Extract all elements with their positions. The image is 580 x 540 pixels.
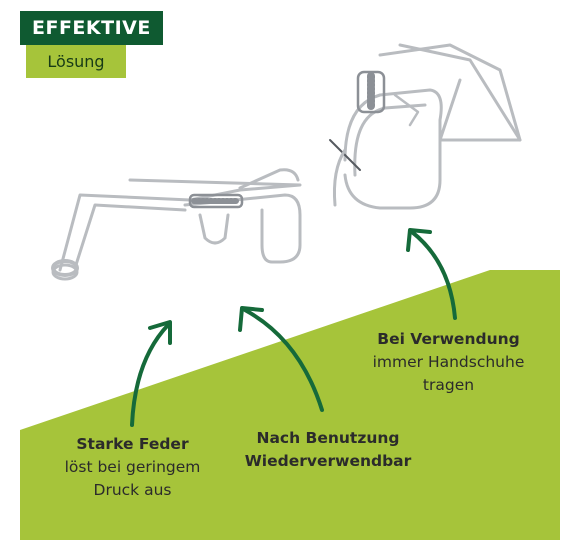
mole-trap-open-illustration xyxy=(51,168,302,281)
curved-arrow-head-3 xyxy=(406,228,432,252)
caption-reusable-line1: Nach Benutzung xyxy=(256,429,400,447)
badge-title: EFFEKTIVE xyxy=(20,11,163,45)
caption-reusable: Nach Benutzung Wiederverwendbar xyxy=(238,427,418,473)
caption-gloves-heading: Bei Verwendung xyxy=(377,330,520,348)
curved-arrow-icon xyxy=(130,323,170,427)
mole-trap-closed-illustration xyxy=(329,43,522,210)
caption-gloves-line1: immer Handschuhe xyxy=(372,353,525,371)
caption-strong-spring-heading: Starke Feder xyxy=(76,435,189,453)
curved-arrow-head-2 xyxy=(238,306,264,332)
green-slope-area xyxy=(20,270,560,540)
badge-subtitle: Lösung xyxy=(26,45,126,78)
caption-reusable-line2: Wiederverwendbar xyxy=(244,452,412,470)
curved-arrow-icon-3 xyxy=(410,230,457,320)
caption-gloves: Bei Verwendung immer Handschuhe tragen xyxy=(356,328,541,397)
caption-strong-spring-line2: Druck aus xyxy=(93,481,172,499)
curved-arrow-head xyxy=(148,320,172,345)
caption-strong-spring-line1: löst bei geringem xyxy=(64,458,201,476)
curved-arrow-icon-2 xyxy=(243,308,324,412)
caption-strong-spring: Starke Feder löst bei geringem Druck aus xyxy=(40,433,225,502)
caption-gloves-line2: tragen xyxy=(422,376,475,394)
